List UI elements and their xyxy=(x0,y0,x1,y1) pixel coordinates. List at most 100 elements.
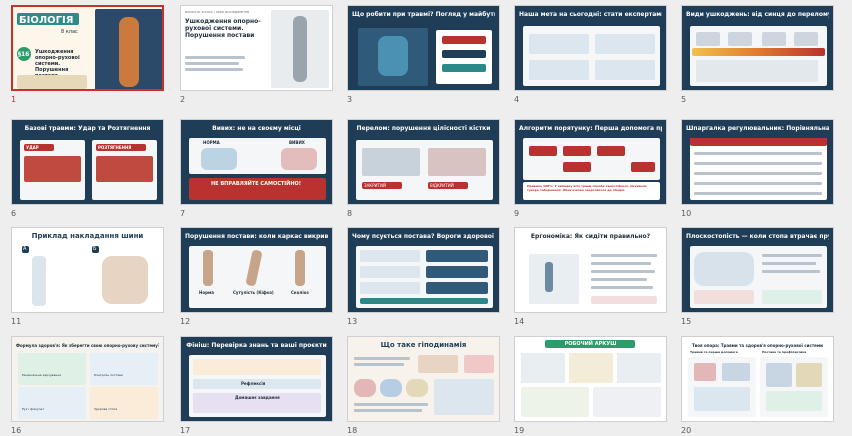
slide-thumbnail-4[interactable]: Наша мета на сьогодні: стати експертами … xyxy=(514,5,679,104)
table-row xyxy=(694,172,822,175)
label-tag xyxy=(22,246,29,253)
description-row xyxy=(696,60,818,82)
slide-preview: Вивих: не на своєму місці НОРМА ВИВИХ НЕ… xyxy=(180,119,333,205)
illustration xyxy=(694,387,750,411)
slide-number: 18 xyxy=(347,426,358,435)
formula-card xyxy=(18,387,86,419)
card-label: Контроль постави xyxy=(94,373,123,377)
goal-card xyxy=(529,34,589,54)
slide-thumbnail-13[interactable]: Чому псується постава? Вороги здорової с… xyxy=(347,227,512,326)
slide-number: 17 xyxy=(180,426,191,435)
effect-row xyxy=(426,266,488,278)
text-line xyxy=(354,403,428,406)
slide-thumbnail-5[interactable]: Види ушкоджень: від синця до перелому 5 xyxy=(681,5,846,104)
leg-splint-image xyxy=(32,256,46,306)
slide-title: Твоя опора: Травми та здоров'я опорно-ру… xyxy=(692,343,823,348)
slide-title: РОБОЧИЙ АРКУШ xyxy=(564,341,617,347)
step-box xyxy=(631,162,655,172)
slide-thumbnail-16[interactable]: Формула здоров'я: Як зберегти свою опорн… xyxy=(11,336,176,435)
tip-line xyxy=(591,262,651,265)
label-homework: Домашнє завдання xyxy=(235,395,280,400)
slide-thumbnail-14[interactable]: Ергономіка: Як сидіти правильно? 14 xyxy=(514,227,679,326)
slide-title: Види ушкоджень: від синця до перелому xyxy=(686,11,829,18)
slide-thumbnail-8[interactable]: Перелом: порушення цілісності кістки ЗАК… xyxy=(347,119,512,218)
slide-thumbnail-11[interactable]: Приклад накладання шини А Б 11 xyxy=(11,227,176,326)
table-row xyxy=(694,192,822,195)
label-tag xyxy=(96,144,146,151)
joint-image xyxy=(201,148,237,170)
slide-preview: Порушення постави: коли каркас викривляє… xyxy=(180,227,333,313)
foot-illustration xyxy=(694,252,754,286)
text-line xyxy=(354,409,422,412)
slide-number: 3 xyxy=(347,95,353,104)
slide-title: Формула здоров'я: Як зберегти свою опорн… xyxy=(16,343,159,348)
title-banner xyxy=(545,340,635,348)
text-line xyxy=(185,62,239,65)
slide-thumbnail-19[interactable]: РОБОЧИЙ АРКУШ 19 xyxy=(514,336,679,435)
slide-title: Плоскостопість — коли стопа втрачає пруж… xyxy=(686,233,829,240)
organ-icon xyxy=(380,379,402,397)
label-b: Б xyxy=(93,246,97,252)
steps-panel xyxy=(523,138,660,180)
slide-thumbnail-10[interactable]: Шпаргалка регулювальник: Порівняльна таб… xyxy=(681,119,846,218)
slide-thumbnail-1[interactable]: БІОЛОГІЯ §16 Ушкодження опорно-рухової с… xyxy=(11,5,176,104)
rule-text: Правило 100%: У випадку всіх травм спроб… xyxy=(527,184,647,192)
illustration xyxy=(766,363,792,387)
slide-thumbnail-12[interactable]: Порушення постави: коли каркас викривляє… xyxy=(180,227,345,326)
slide-preview: Перелом: порушення цілісності кістки ЗАК… xyxy=(347,119,500,205)
rule-box xyxy=(523,182,660,200)
goal-card xyxy=(595,34,655,54)
label-tag xyxy=(92,246,99,253)
cause-row xyxy=(360,266,420,278)
table-row xyxy=(694,162,822,165)
worksheet-section xyxy=(569,353,613,383)
slide-thumbnail-2[interactable]: БІОЛОГІЯ, 8 КЛАС | УРОК ДОСЛІДЖЕННЯ Ушко… xyxy=(180,5,345,104)
effect-row xyxy=(426,282,488,294)
slide-preview: Формула здоров'я: Як зберегти свою опорн… xyxy=(11,336,164,422)
step-box xyxy=(563,146,591,156)
formula-card xyxy=(90,387,158,419)
effect-row xyxy=(426,250,488,262)
organ-icon xyxy=(354,379,376,397)
slide-thumbnail-18[interactable]: Що таке гіподинамія 18 xyxy=(347,336,512,435)
injury-image xyxy=(728,32,752,46)
tip-line xyxy=(591,270,655,273)
label-tag xyxy=(428,182,468,189)
severity-arrow xyxy=(692,48,825,56)
posture-figure xyxy=(295,250,305,286)
flow-step xyxy=(442,64,486,72)
slide-preview: Шпаргалка регулювальник: Порівняльна таб… xyxy=(681,119,834,205)
slide-thumbnail-6[interactable]: Базові травми: Удар та Розтягнення УДАР … xyxy=(11,119,176,218)
slide-thumbnail-15[interactable]: Плоскостопість — коли стопа втрачає пруж… xyxy=(681,227,846,326)
slide-preview: РОБОЧИЙ АРКУШ xyxy=(514,336,667,422)
label-a: А xyxy=(23,246,27,252)
info-box xyxy=(694,290,754,304)
xray-image xyxy=(428,148,486,176)
label-reflection: Рефлексія xyxy=(241,381,266,386)
table-row xyxy=(694,152,822,155)
slide-title: Перелом: порушення цілісності кістки xyxy=(356,125,491,132)
slide-title: Вивих: не на своєму місці xyxy=(212,125,301,132)
slide-thumbnail-9[interactable]: Алгоритм порятунку: Перша допомога при п… xyxy=(514,119,679,218)
cause-row xyxy=(360,250,420,262)
goal-card xyxy=(595,60,655,80)
slide-preview: Види ушкоджень: від синця до перелому xyxy=(681,5,834,91)
slide-number: 19 xyxy=(514,426,525,435)
injury-image xyxy=(762,32,786,46)
slide-thumbnail-3[interactable]: Що робити при травмі? Погляд у майбутнє … xyxy=(347,5,512,104)
slide-number: 15 xyxy=(681,317,692,326)
slide-title: Що робити при травмі? Погляд у майбутнє xyxy=(352,11,495,18)
slide-number: 11 xyxy=(11,317,22,326)
slide-number: 8 xyxy=(347,209,353,218)
slide-number: 6 xyxy=(11,209,17,218)
slide-number: 4 xyxy=(514,95,520,104)
label-udar: УДАР xyxy=(26,145,39,150)
slide-thumbnail-17[interactable]: Фініш: Перевірка знань та ваші проєкти Р… xyxy=(180,336,345,435)
homework-box xyxy=(193,393,321,413)
slide-title: Що таке гіподинамія xyxy=(380,341,467,349)
cause-row xyxy=(360,282,420,294)
slide-thumbnail-20[interactable]: Твоя опора: Травми та здоров'я опорно-ру… xyxy=(681,336,846,435)
paragraph-badge xyxy=(17,47,31,61)
slide-thumbnail-7[interactable]: Вивих: не на своєму місці НОРМА ВИВИХ НЕ… xyxy=(180,119,345,218)
text-line xyxy=(762,270,820,273)
